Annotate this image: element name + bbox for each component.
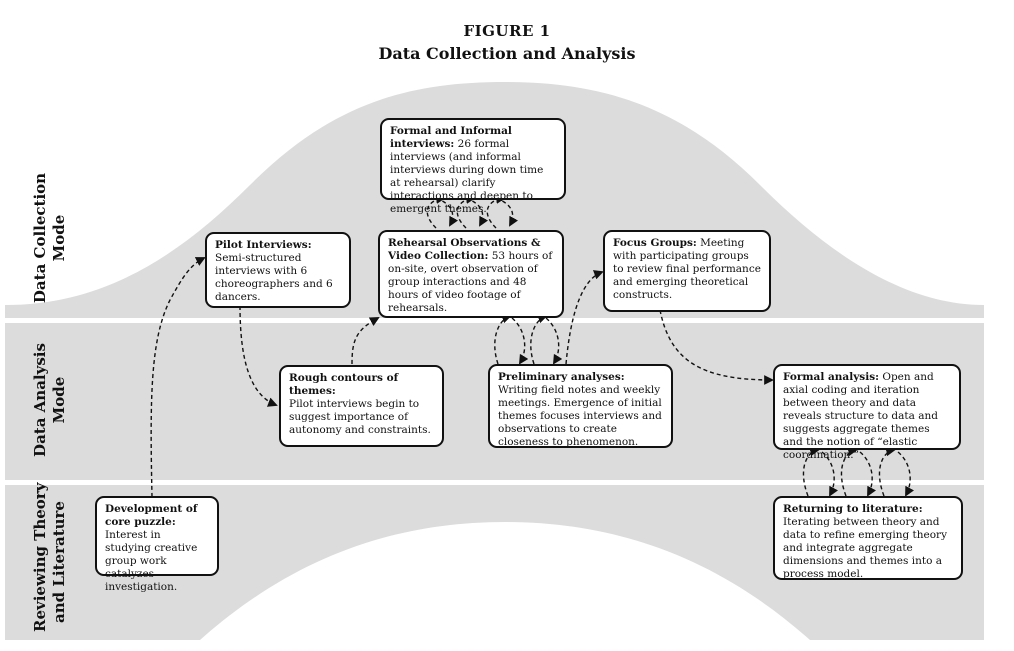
arrow-loop-10	[545, 317, 563, 365]
arrow-loop-15	[878, 446, 896, 497]
box-rehearsal-observations: Rehearsal Observations & Video Collectio…	[378, 230, 564, 318]
figure-number: FIGURE 1	[463, 22, 551, 40]
arrow-pilot-to-rough	[239, 305, 278, 407]
arrow-loop-13	[840, 446, 858, 497]
band-label-data-collection: Data Collection Mode	[31, 172, 68, 304]
box-pilot-interviews: Pilot Interviews: Semi-structured interv…	[205, 232, 351, 308]
figure-title: Data Collection and Analysis	[378, 44, 636, 63]
band-label-literature: Reviewing Theory and Literature	[31, 482, 68, 632]
arrow-loop-12	[821, 451, 839, 497]
arrow-loop-11	[802, 446, 820, 497]
box-returning-to-literature: Returning to literature: Iterating betwe…	[773, 496, 963, 580]
box-core-puzzle: Development of core puzzle: Interest in …	[95, 496, 219, 593]
box-preliminary-analyses: Preliminary analyses: Writing field note…	[488, 364, 673, 448]
literature-band	[5, 485, 984, 640]
arrow-focus-to-formal-analysis	[659, 309, 774, 385]
box-formal-informal-interviews: Formal and Informal interviews: 26 forma…	[380, 118, 566, 215]
box-focus-groups: Focus Groups: Meeting with participating…	[603, 230, 771, 312]
arrow-loop-8	[511, 317, 529, 365]
arrow-loop-16	[897, 451, 915, 497]
box-formal-analysis: Formal analysis: Open and axial coding a…	[773, 364, 961, 461]
arrow-loop-14	[859, 451, 877, 497]
arrow-core-to-pilot	[150, 257, 206, 498]
arrow-rough-to-rehearsal	[351, 317, 380, 365]
band-label-data-analysis: Data Analysis Mode	[31, 343, 68, 457]
box-rough-contours: Rough contours of themes: Pilot intervie…	[279, 365, 444, 447]
